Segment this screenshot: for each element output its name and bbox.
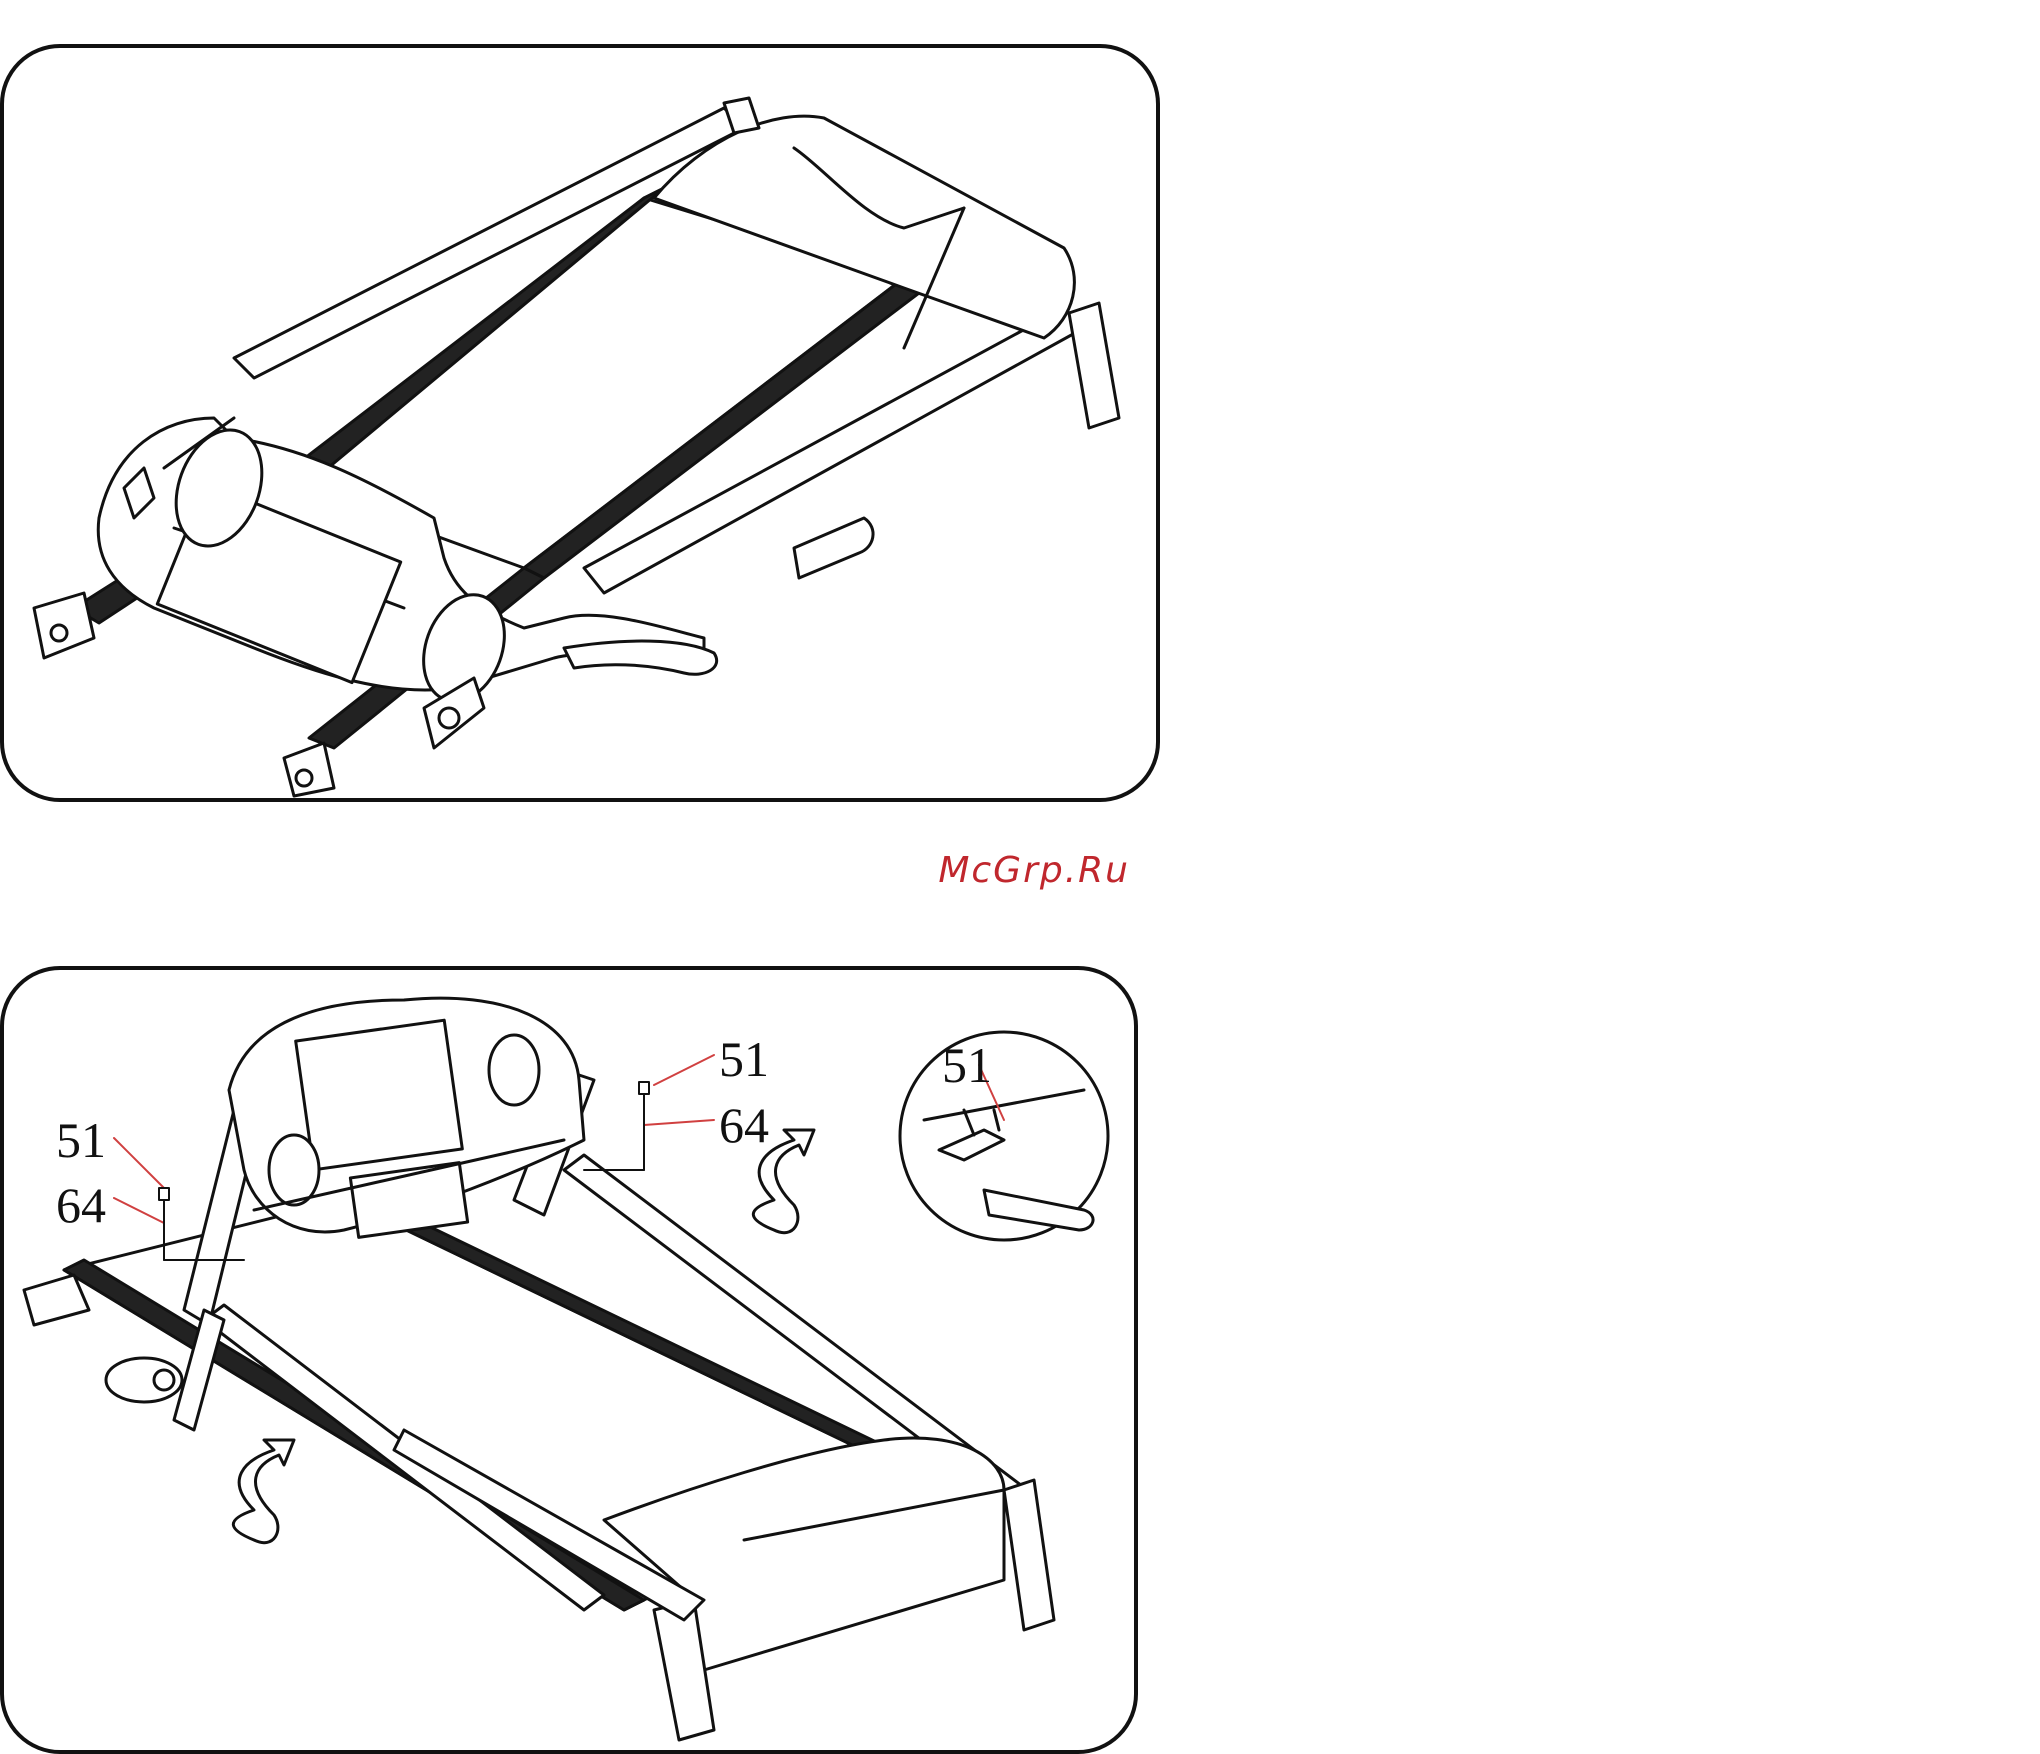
assembly-figure-folded xyxy=(0,44,1160,802)
assembly-figure-raise-uprights: 51 64 51 64 51 xyxy=(0,966,1138,1754)
callout-left-washer: 64 xyxy=(56,1180,106,1230)
callout-right-bolt: 51 xyxy=(719,1034,769,1084)
callout-detail-bolt: 51 xyxy=(942,1040,992,1090)
callout-right-washer: 64 xyxy=(719,1100,769,1150)
treadmill-folded-drawing xyxy=(4,48,1156,798)
watermark-text: McGrp.Ru xyxy=(920,850,1130,891)
handlebar-grip xyxy=(564,641,717,674)
callout-left-bolt: 51 xyxy=(56,1115,106,1165)
raise-arrow-left xyxy=(233,1440,294,1543)
